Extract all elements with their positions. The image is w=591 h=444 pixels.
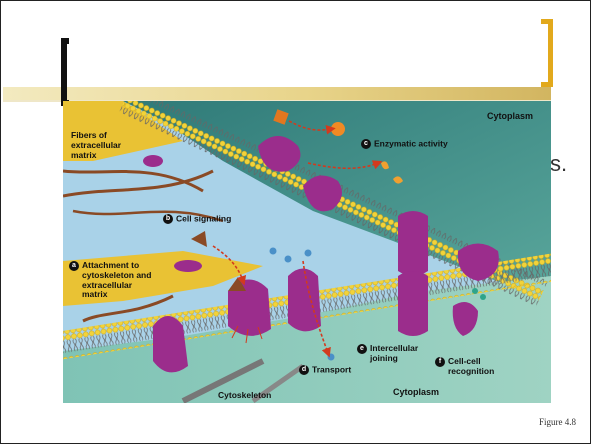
function-d-label: Transport bbox=[312, 364, 351, 374]
title-rule bbox=[3, 87, 551, 100]
marker-c: c bbox=[361, 139, 371, 149]
left-bracket bbox=[61, 38, 69, 106]
function-e-label: Intercellular joining bbox=[370, 344, 418, 364]
cytoplasm-top-label: Cytoplasm bbox=[487, 111, 533, 121]
function-f-label: Cell-cell recognition bbox=[448, 357, 494, 377]
figure-label: Figure 4.8 bbox=[539, 417, 576, 427]
trailing-text: s. bbox=[550, 151, 567, 177]
right-bracket bbox=[541, 19, 553, 87]
cytoplasm-bottom-label: Cytoplasm bbox=[393, 387, 439, 397]
function-c-label: Enzymatic activity bbox=[374, 138, 448, 148]
marker-d: d bbox=[299, 365, 309, 375]
marker-f: f bbox=[435, 357, 445, 367]
marker-b: b bbox=[163, 214, 173, 224]
fibers-label: Fibers of extracellular matrix bbox=[71, 131, 121, 160]
marker-a: a bbox=[69, 261, 79, 271]
membrane-protein-diagram: Cytoplasm Cytoplasm Fibers of extracellu… bbox=[63, 101, 551, 403]
marker-e: e bbox=[357, 344, 367, 354]
cytoskeleton-label: Cytoskeleton bbox=[218, 391, 271, 401]
function-b-label: Cell signaling bbox=[176, 213, 231, 223]
function-a-label: Attachment to cytoskeleton and extracell… bbox=[82, 261, 151, 300]
